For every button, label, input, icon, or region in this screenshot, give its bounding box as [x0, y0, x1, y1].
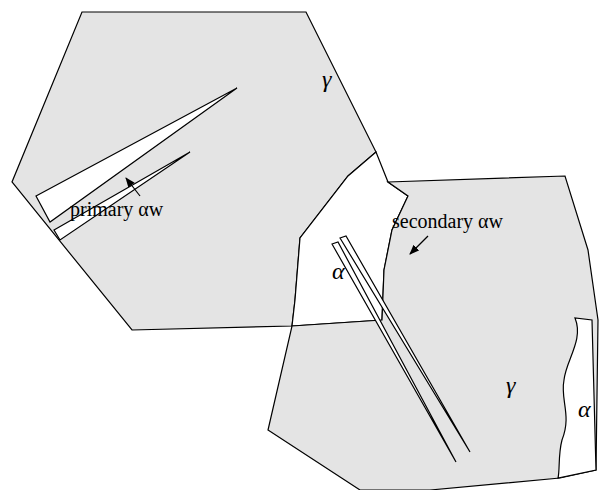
austenite-grain: [268, 176, 598, 490]
primary-widmanstatten-plate: [54, 152, 190, 240]
callout-label: primary αw: [70, 198, 163, 220]
phase-label: γ: [506, 372, 515, 398]
leader-arrow: [126, 178, 140, 196]
ferrite-allotriomorph: [558, 318, 596, 478]
phase-label: γ: [322, 66, 331, 92]
phase-label: α: [332, 258, 345, 284]
phase-label: α: [578, 396, 591, 422]
leader-arrow: [410, 236, 428, 254]
secondary-widmanstatten-plate: [340, 236, 470, 452]
callout-label: secondary αw: [392, 210, 503, 232]
primary-widmanstatten-plate: [36, 88, 237, 222]
secondary-widmanstatten-plate: [332, 242, 456, 462]
